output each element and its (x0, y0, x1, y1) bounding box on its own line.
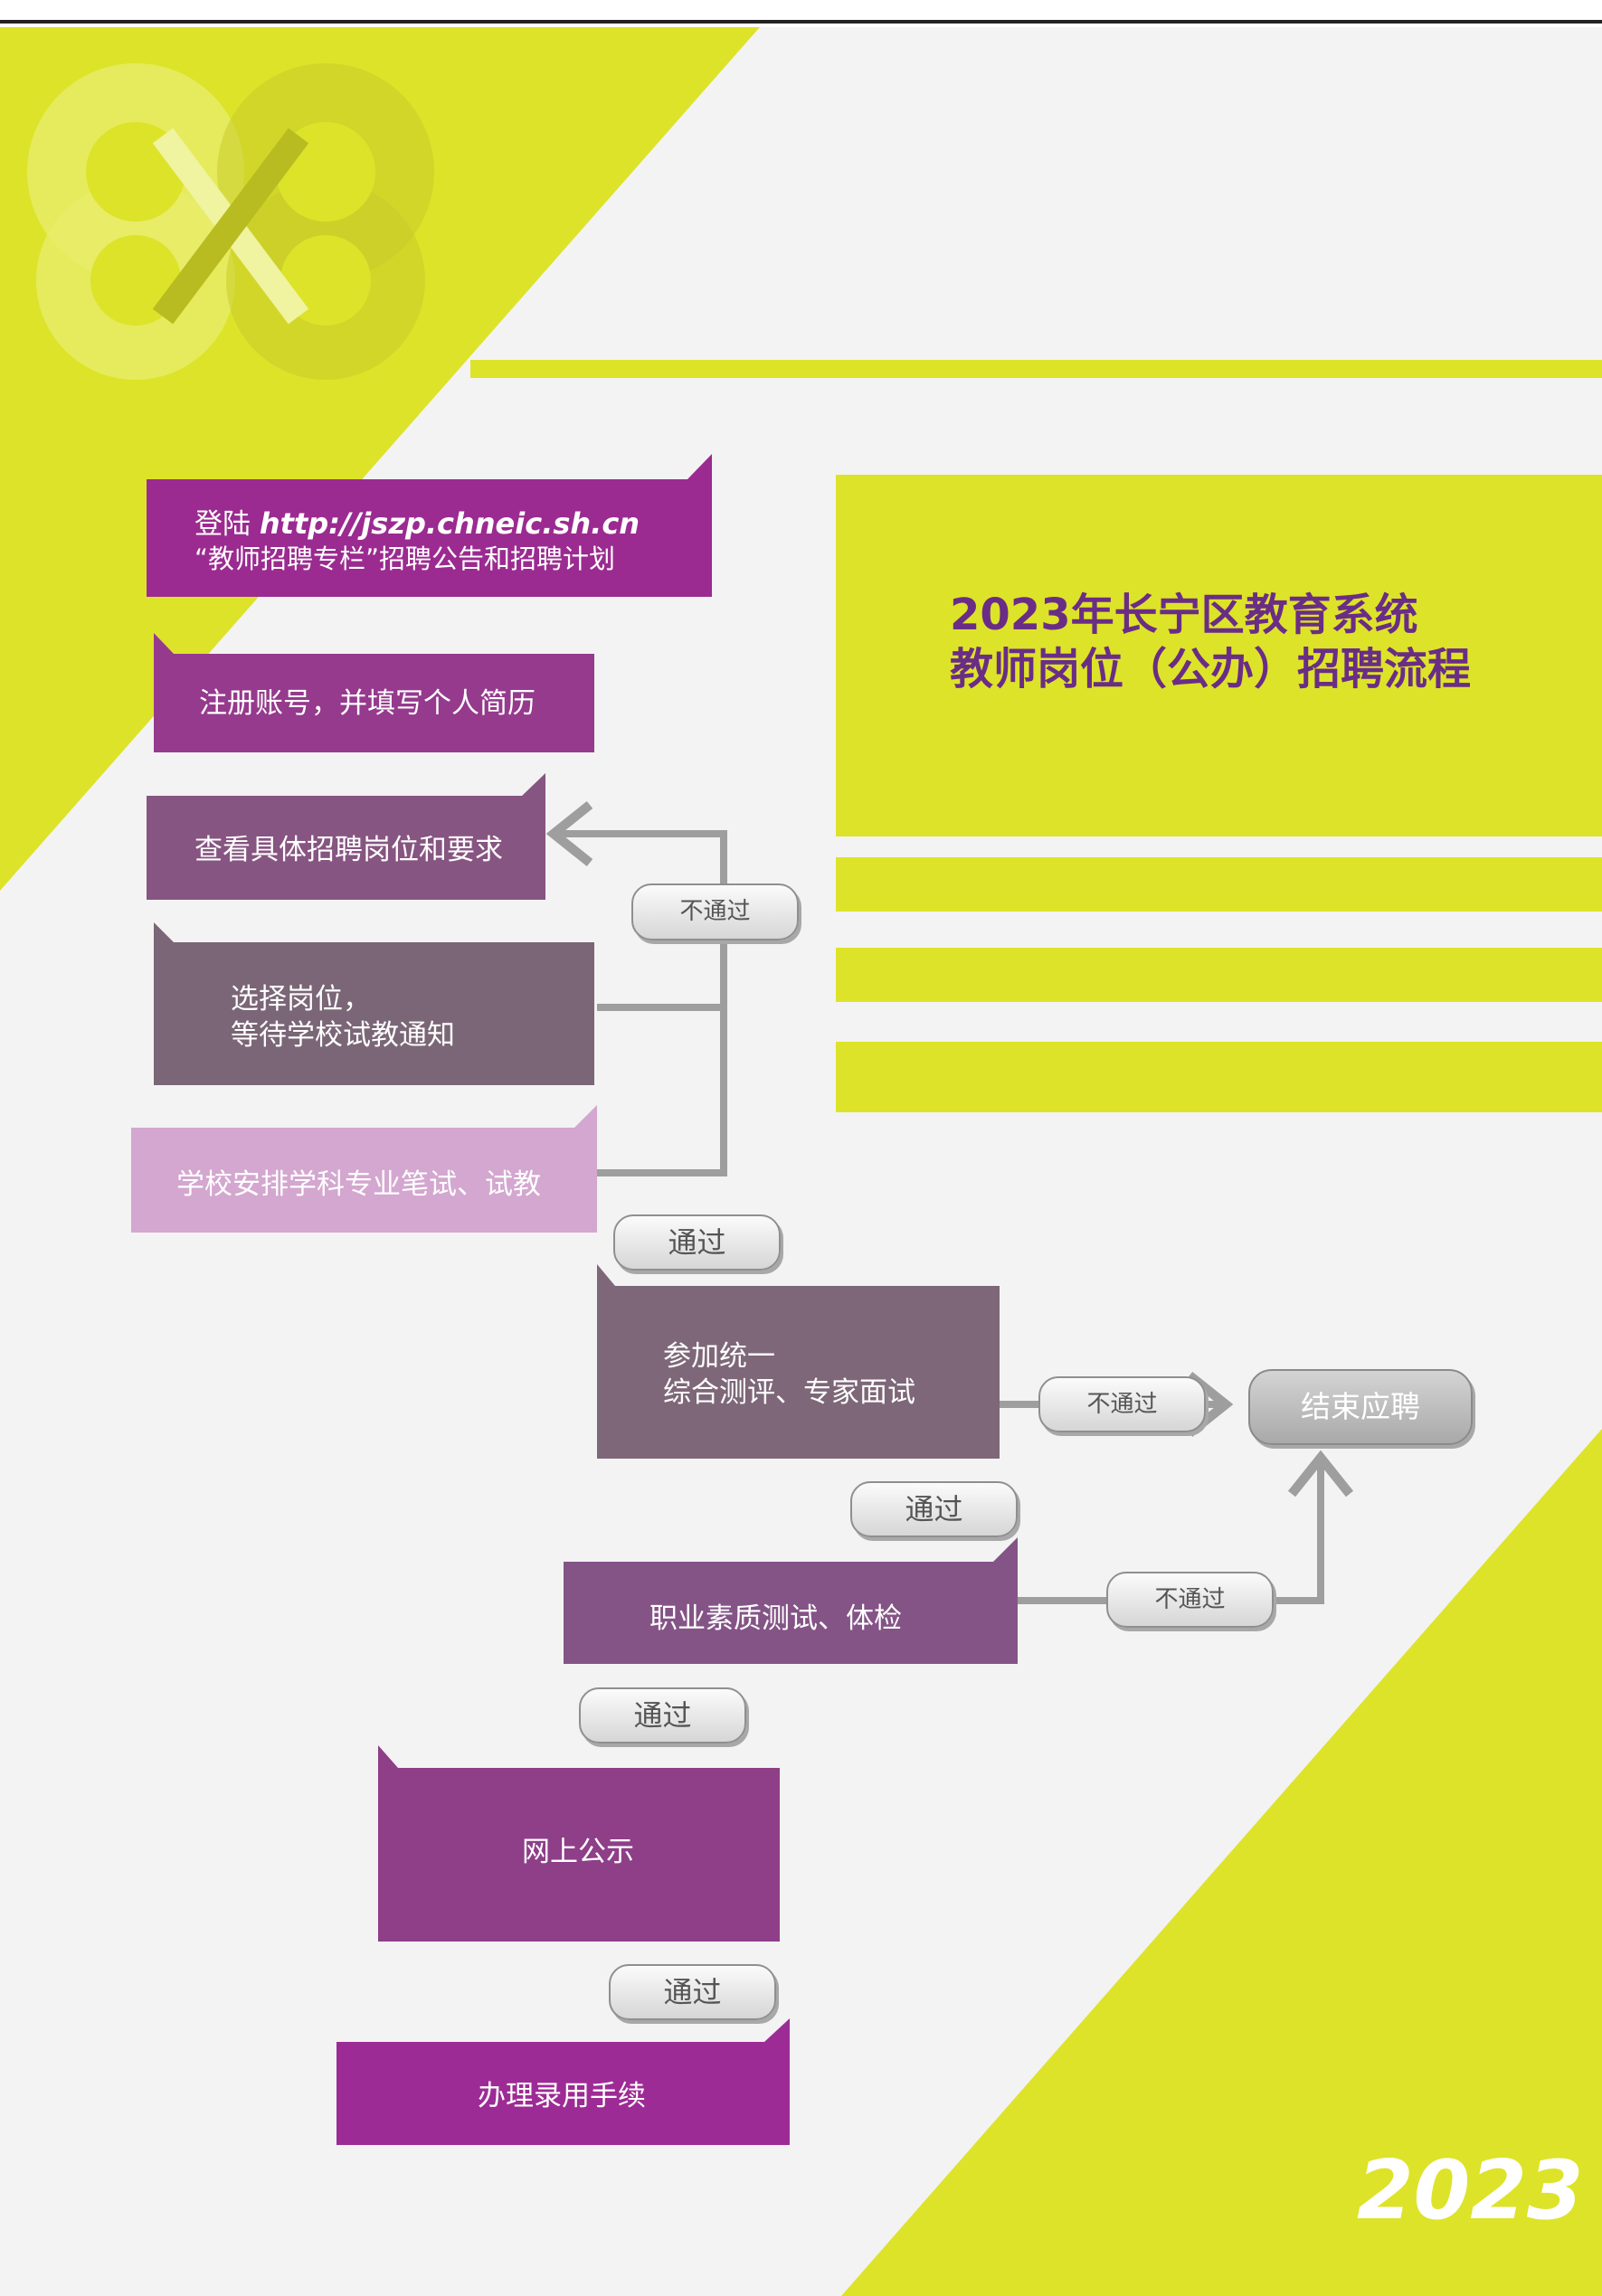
logo-watermark (27, 63, 434, 380)
end-application-box: 结束应聘 (1248, 1369, 1473, 1445)
page-title: 2023年长宁区教育系统 教师岗位（公办）招聘流程 (950, 588, 1471, 696)
step-hiring-text: 办理录用手续 (478, 2079, 646, 2112)
login-line-2: “教师招聘专栏”招聘公告和招聘计划 (194, 543, 616, 574)
step-unified-test: 参加统一 综合测评、专家面试 (663, 1325, 989, 1424)
fail-label-2: 不通过 (1038, 1376, 1206, 1432)
pass-label-3: 通过 (579, 1687, 746, 1743)
pass-label-1: 通过 (613, 1214, 781, 1271)
lime-bar-1 (836, 857, 1602, 912)
step-select-position-line-1: 选择岗位， (231, 983, 371, 1016)
step-view-positions: 查看具体招聘岗位和要求 (194, 809, 547, 891)
step-register: 注册账号，并填写个人简历 (199, 665, 597, 742)
fail-label-3: 不通过 (1106, 1572, 1274, 1628)
step-view-positions-text: 查看具体招聘岗位和要求 (194, 834, 503, 866)
step-public-notice: 网上公示 (522, 1809, 775, 1894)
step-unified-test-line-1: 参加统一 (663, 1340, 775, 1373)
top-border-line (0, 20, 1602, 24)
lime-stripe-top (470, 360, 1602, 378)
pass-label-2: 通过 (850, 1481, 1018, 1537)
step-login: 登陆 http://jszp.chneic.sh.cn “教师招聘专栏”招聘公告… (194, 500, 710, 581)
year-label: 2023 (1357, 2143, 1584, 2238)
step-select-position-line-2: 等待学校试教通知 (231, 1019, 455, 1052)
login-prefix: 登陆 (194, 507, 260, 541)
step-register-text: 注册账号，并填写个人简历 (199, 686, 536, 720)
title-line-2: 教师岗位（公办）招聘流程 (950, 644, 1472, 694)
fail-label-1: 不通过 (631, 883, 799, 940)
box-shapes (131, 454, 1018, 2145)
step-school-exam-text: 学校安排学科专业笔试、试教 (176, 1167, 541, 1201)
lime-bar-3 (836, 1042, 1602, 1112)
step-hiring: 办理录用手续 (478, 2053, 776, 2139)
lime-bar-2 (836, 948, 1602, 1002)
step-public-notice-text: 网上公示 (522, 1835, 634, 1868)
step-unified-test-line-2: 综合测评、专家面试 (663, 1376, 915, 1409)
pass-label-4: 通过 (609, 1964, 776, 2020)
step-select-position: 选择岗位， 等待学校试教通知 (231, 968, 592, 1067)
title-line-1: 2023年长宁区教育系统 (950, 590, 1418, 640)
step-quality-test: 职业素质测试、体检 (649, 1578, 1011, 1659)
login-url-link[interactable]: http://jszp.chneic.sh.cn (259, 505, 640, 541)
step-quality-test-text: 职业素质测试、体检 (649, 1602, 902, 1635)
title-panel (836, 475, 1602, 836)
lime-triangle-bottom-right (841, 1429, 1602, 2296)
step-school-exam: 学校安排学科专业笔试、试教 (176, 1141, 592, 1227)
